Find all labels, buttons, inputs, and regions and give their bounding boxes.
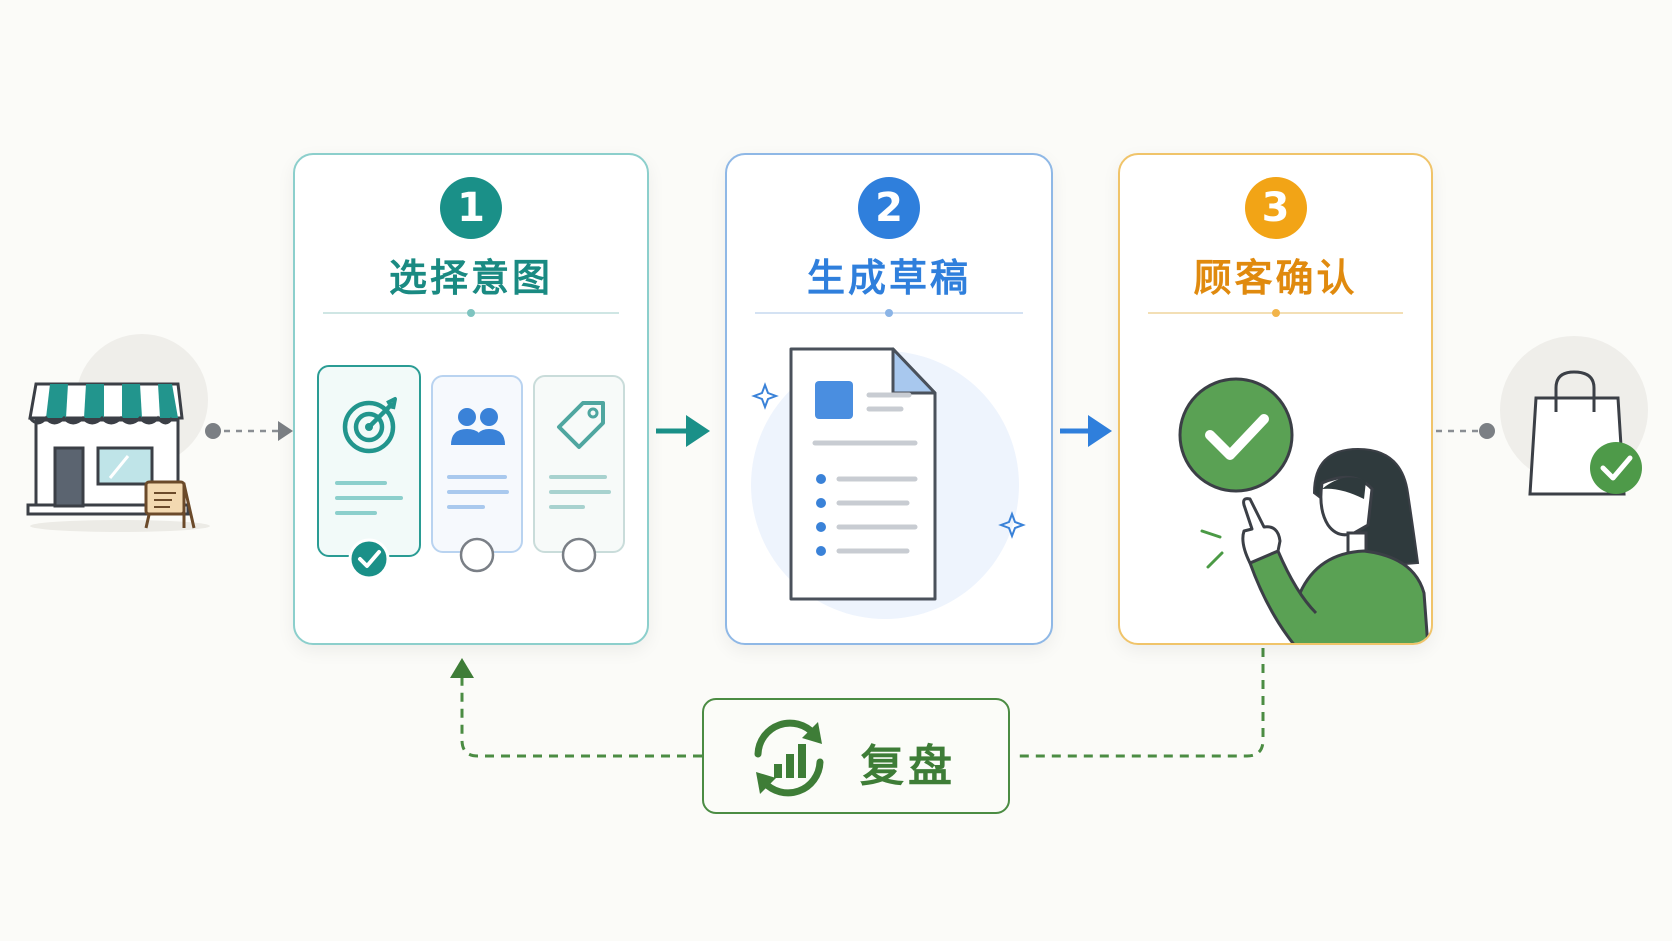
confirmation-illustration (1178, 377, 1430, 643)
feedback-box: 复盘 (702, 698, 1010, 814)
document-icon (751, 347, 1026, 619)
intent-option-users[interactable] (431, 375, 523, 573)
feedback-arrowhead (450, 658, 474, 678)
step-3-title: 顾客确认 (1193, 256, 1358, 300)
feedback-label: 复盘 (860, 741, 956, 792)
step-2-title: 生成草稿 (806, 256, 971, 300)
check-circle-icon (1178, 377, 1294, 493)
start-connector-dot (205, 423, 221, 439)
person-pointing-icon (1200, 447, 1430, 643)
step-1-card: 1 选择意图 (293, 153, 649, 645)
tag-icon (557, 401, 605, 449)
step-3-divider (1148, 309, 1403, 317)
start-connector-arrowhead (278, 421, 293, 441)
step-3-number: 3 (1244, 177, 1307, 239)
end-connector-dot (1479, 423, 1495, 439)
step-2-number: 2 (858, 177, 920, 239)
step-2-card: 2 生成草稿 (725, 153, 1053, 645)
arrow-1-2-head (686, 415, 710, 447)
feedback-line-left (460, 676, 702, 758)
intent-option-target[interactable] (317, 365, 421, 580)
selected-check-icon (348, 538, 390, 580)
refresh-chart-icon (754, 719, 824, 797)
intent-option-tag[interactable] (533, 375, 625, 573)
step-1-number: 1 (440, 177, 502, 239)
step-1-title: 选择意图 (388, 256, 553, 300)
unselected-radio (561, 537, 597, 573)
unselected-radio (459, 537, 495, 573)
users-icon (451, 408, 505, 445)
step-3-card: 3 顾客确认 (1118, 153, 1433, 645)
arrow-2-3-head (1088, 415, 1112, 447)
step-2-divider (755, 309, 1023, 317)
feedback-line-right (1018, 648, 1265, 758)
step-1-divider (323, 309, 619, 317)
target-icon (342, 397, 397, 454)
